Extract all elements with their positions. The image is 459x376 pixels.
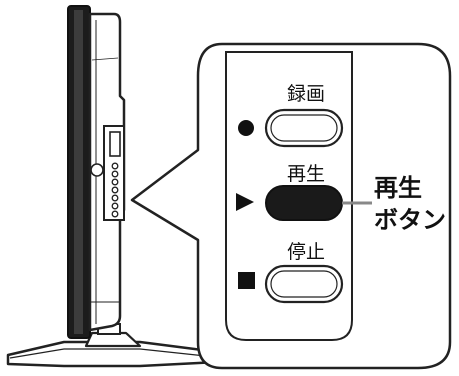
record-button-row: 録画 (238, 83, 344, 148)
tv-side-control-strip (103, 125, 125, 221)
stop-button-label: 停止 (287, 241, 325, 263)
play-button[interactable] (265, 185, 343, 221)
callout-label-line2: ボタン (374, 206, 446, 234)
stop-square-icon (238, 272, 255, 289)
play-button-row: 再生 (236, 163, 343, 221)
play-button-label: 再生 (287, 163, 325, 185)
stop-button-row: 停止 (238, 241, 344, 304)
play-triangle-icon (236, 193, 254, 211)
record-button[interactable] (264, 108, 344, 148)
stop-button[interactable] (264, 264, 344, 304)
tv-stand (6, 323, 220, 368)
record-button-label: 録画 (287, 83, 325, 105)
callout-label-line1: 再生 (374, 174, 422, 202)
play-button-callout-label: 再生 ボタン (374, 174, 446, 234)
record-dot-icon (238, 120, 254, 136)
